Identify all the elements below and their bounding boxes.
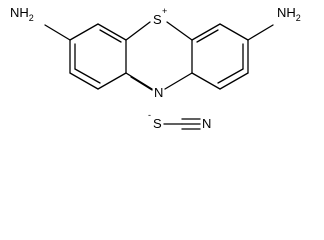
- anion-nitrogen-label: N: [202, 116, 211, 131]
- bond: [219, 23, 249, 41]
- bond-n-c: [164, 72, 193, 90]
- bond: [97, 72, 127, 90]
- left-benzene-ring: [69, 23, 127, 90]
- ring-sulfur-charge: +: [162, 6, 167, 16]
- double-bond-inner: [130, 76, 153, 91]
- double-bond-inner: [74, 68, 101, 84]
- anion-sulfur-label: S: [153, 116, 162, 131]
- bond: [69, 23, 99, 41]
- bond: [97, 23, 127, 41]
- thionine-thiocyanate-structure: NH2 NH2 S + N - S N: [10, 5, 301, 131]
- bond-c-n: [125, 72, 153, 90]
- double-bond-inner: [217, 68, 244, 84]
- bond: [219, 72, 249, 90]
- bond-right-amine: [247, 24, 274, 41]
- bond: [191, 72, 221, 90]
- bond: [69, 72, 99, 90]
- right-amine-label: NH2: [277, 5, 301, 23]
- left-amine-label: NH2: [10, 5, 34, 23]
- bond-c-s: [125, 21, 151, 41]
- structure-canvas: NH2 NH2 S + N - S N: [10, 5, 301, 131]
- bond: [191, 23, 221, 41]
- bond-left-amine: [44, 24, 71, 41]
- ring-nitrogen-label: N: [154, 85, 163, 100]
- ring-sulfur-label: S: [153, 12, 162, 27]
- anion-sulfur-charge: -: [148, 110, 151, 120]
- bond-s-c: [166, 21, 193, 41]
- central-ring: [125, 21, 193, 91]
- right-benzene-ring: [191, 23, 249, 90]
- double-bond-inner: [196, 29, 219, 43]
- double-bond-inner: [99, 29, 122, 43]
- thiocyanate-anion: - S N: [148, 110, 211, 131]
